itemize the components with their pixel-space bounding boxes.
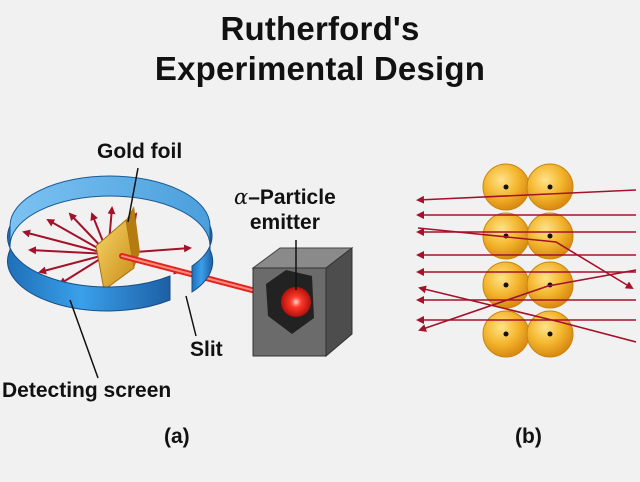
label-detecting-screen: Detecting screen [2,379,172,402]
title-line-1: Rutherford's [220,10,420,47]
label-panel-b: (b) [515,425,542,448]
label-panel-a: (a) [164,425,190,448]
title-line-2: Experimental Design [154,50,486,87]
alpha-trajectories [416,189,637,343]
gold-foil-edge [126,206,140,268]
panel-a-apparatus [7,167,354,379]
screen-leader [69,299,99,379]
alpha-emitter-box [251,240,354,358]
gold-foil-leader [127,167,139,223]
label-slit: Slit [190,338,223,361]
label-emitter: emitter [249,211,320,234]
detecting-screen-right [191,225,214,293]
emitter-source [281,287,311,317]
label-particle: –Particle [248,186,336,209]
slit-leader [185,295,197,337]
detecting-screen-front [7,225,171,312]
label-alpha-emitter: α–Particle emitter [234,185,336,235]
label-gold-foil: Gold foil [97,140,183,163]
alpha-symbol: α [234,185,249,209]
panel-b-atoms [416,163,637,358]
